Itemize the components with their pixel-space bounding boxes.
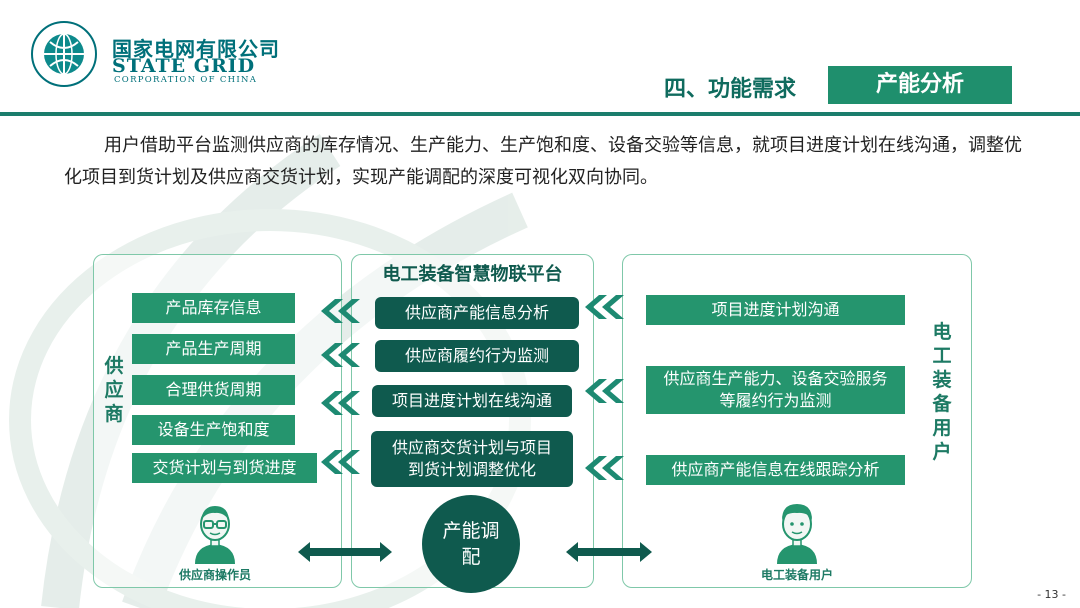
platform-title: 电工装备智慧物联平台	[382, 264, 563, 285]
user-item-capacity-tracking: 供应商产能信息在线跟踪分析	[646, 455, 905, 485]
logo-subtitle: CORPORATION OF CHINA	[114, 75, 258, 85]
state-grid-logo-icon	[31, 21, 97, 87]
equipment-user-label: 电工装备用户	[760, 568, 833, 582]
supplier-operator-icon	[195, 506, 235, 564]
supplier-operator-label: 供应商操作员	[178, 568, 251, 582]
capacity-dispatch-circle: 产能调配	[422, 495, 520, 593]
user-label: 电工装备用户	[932, 321, 952, 463]
user-item-schedule-communication: 项目进度计划沟通	[646, 295, 905, 325]
header: 国家电网有限公司 STATE GRID CORPORATION OF CHINA…	[0, 0, 1080, 116]
platform-item-schedule-communication: 项目进度计划在线沟通	[372, 385, 572, 417]
supplier-label: 供应商	[104, 355, 124, 425]
supplier-item-delivery-progress: 交货计划与到货进度	[132, 453, 317, 483]
logo-english-name: STATE GRID	[112, 55, 256, 77]
header-divider	[0, 112, 1080, 116]
platform-item-plan-optimization: 供应商交货计划与项目到货计划调整优化	[371, 431, 573, 487]
equipment-user-icon	[777, 504, 817, 564]
supplier-item-inventory: 产品库存信息	[132, 293, 295, 323]
intro-paragraph: 用户借助平台监测供应商的库存情况、生产能力、生产饱和度、设备交验等信息，就项目进…	[64, 135, 1022, 188]
supplier-item-saturation: 设备生产饱和度	[132, 415, 295, 445]
section-tag: 产能分析	[828, 66, 1012, 104]
logo-chinese-name: 国家电网有限公司	[112, 37, 280, 61]
section-title: 四、功能需求	[664, 77, 797, 102]
platform-item-capacity-analysis: 供应商产能信息分析	[375, 297, 579, 329]
supplier-item-production-cycle: 产品生产周期	[132, 334, 295, 364]
platform-item-performance-monitoring: 供应商履约行为监测	[375, 340, 579, 372]
user-item-performance-monitoring: 供应商生产能力、设备交验服务等履约行为监测	[646, 366, 905, 414]
supplier-item-supply-cycle: 合理供货周期	[132, 375, 295, 405]
page-number: - 13 -	[1037, 588, 1066, 601]
